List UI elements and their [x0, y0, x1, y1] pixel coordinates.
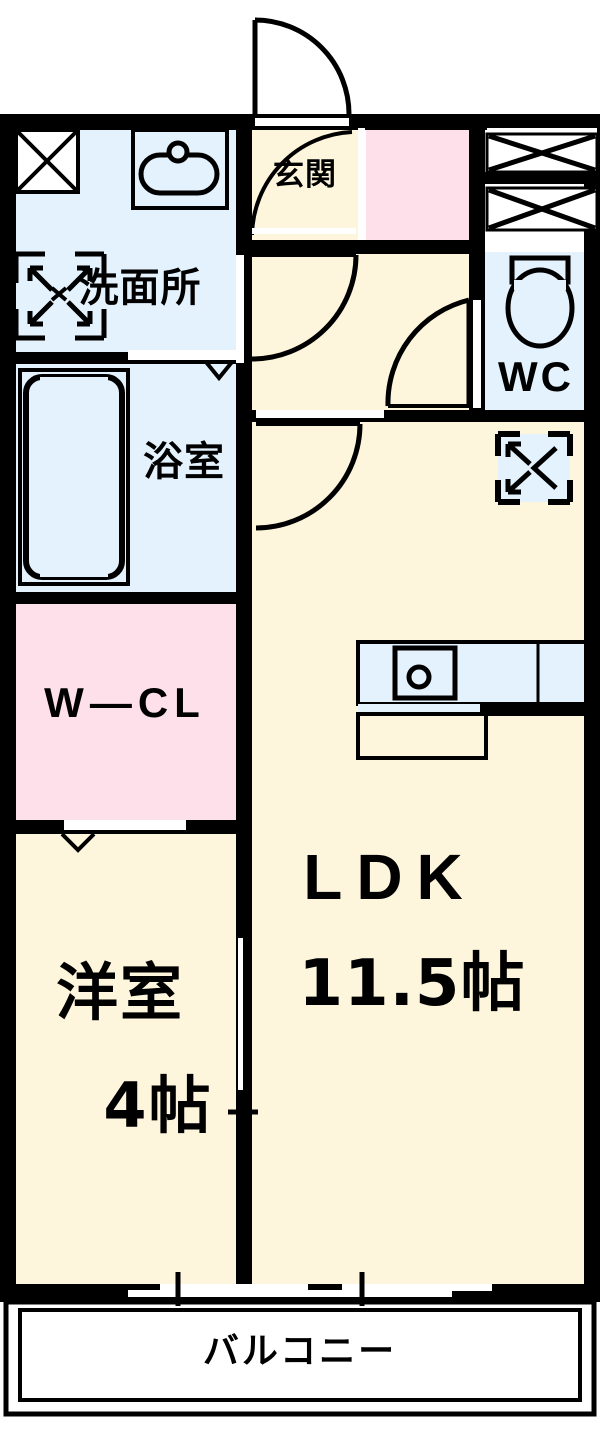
- room-label-washitsu-size: 4帖: [103, 1069, 213, 1142]
- wall-exterior-top: [0, 114, 600, 130]
- wall-exterior-right: [584, 114, 600, 1300]
- wall-interior-vertical-wc-left: [469, 240, 485, 420]
- wall-interior-hallway-bottom: [236, 410, 487, 422]
- room-fill-ldk: [242, 420, 587, 1296]
- wall-exterior-left: [0, 114, 16, 1300]
- room-fill-senmenjo: [14, 128, 236, 352]
- room-label-ldk: LDK: [303, 841, 477, 913]
- room-fill-wcl: [14, 600, 236, 822]
- wall-interior-vertical-genkan-right: [469, 114, 485, 240]
- meter-box-lower: [485, 186, 599, 232]
- wall-meterbox-divider: [485, 172, 600, 184]
- room-label-yokushitsu: 浴室: [143, 439, 225, 485]
- room-fill-washitsu: [14, 832, 236, 1296]
- meter-box-upper: [485, 128, 599, 174]
- room-label-wc: WC: [498, 353, 574, 400]
- entrance-door-swing: [252, 17, 352, 126]
- wall-interior-wc-bottom: [469, 410, 600, 422]
- room-label-washitsu: 洋室: [55, 956, 184, 1029]
- wall-interior-senmenjo-bottom: [0, 352, 236, 364]
- room-label-genkan: 玄関: [273, 157, 337, 193]
- wall-interior-yokushitsu-bottom: [0, 592, 236, 604]
- room-label-wcl: W—CL: [44, 679, 206, 726]
- room-label-senmenjo: 洗面所: [78, 265, 202, 311]
- wall-exterior-bottom: [0, 1284, 600, 1302]
- wall-interior-genkan-bottom: [236, 240, 485, 254]
- room-label-ldk-size: 11.5帖: [298, 947, 526, 1021]
- wall-interior-wcl-bottom: [0, 820, 236, 834]
- room-fill-shoe-closet: [366, 128, 469, 240]
- room-label-balcony: バルコニー: [202, 1331, 398, 1372]
- shoe-closet-divider: [358, 128, 365, 240]
- room-fill-hallway: [252, 252, 474, 412]
